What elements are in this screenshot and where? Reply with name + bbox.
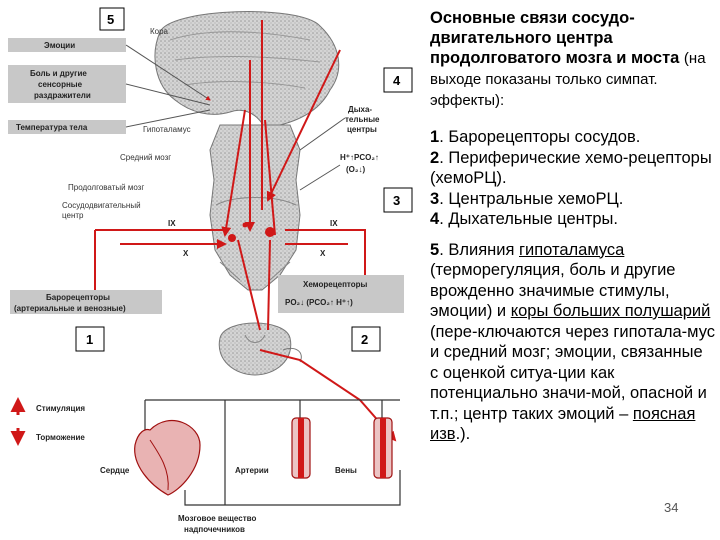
item-text: . Центральные хемоРЦ. xyxy=(439,189,624,208)
marker-3 xyxy=(383,187,413,213)
cingulate-link: поясная изв xyxy=(430,404,696,444)
emotions-box xyxy=(8,38,126,52)
temperature-label: Температура тела xyxy=(16,123,88,132)
influence-text-1: . Влияния xyxy=(439,240,519,259)
baro-label-1: Барорецепторы xyxy=(46,293,110,302)
panel-heading: Основные связи сосудо-двигательного цент… xyxy=(430,8,715,111)
blood-chemo-label-2: (O₂↓) xyxy=(346,165,365,174)
item-text: . Барорецепторы сосудов. xyxy=(439,128,641,146)
chemo-label-1: Хеморецепторы xyxy=(303,280,368,289)
nerve-x-left: X xyxy=(183,249,189,258)
chemoreceptors-box xyxy=(278,275,404,313)
marker-2 xyxy=(351,326,381,352)
heading-note: (на выходе показаны только симпат. эффек… xyxy=(430,50,706,109)
list-item: 2. Периферические хемо-рецепторы (хемоРЦ… xyxy=(430,148,715,189)
blood-chemo-label-1: H⁺↑PCO₂↑ xyxy=(340,153,379,162)
marker-1-label: 1 xyxy=(86,332,93,347)
list-item: 3. Центральные хемоРЦ. xyxy=(430,189,715,210)
chemo-label-2: PO₂↓ (PCO₂↑ H⁺↑) xyxy=(285,298,353,307)
list-item: 1. Барорецепторы сосудов. xyxy=(430,127,715,148)
influence-text-4: .). xyxy=(455,425,471,443)
vasomotor-label-2: центр xyxy=(62,211,84,220)
temperature-box xyxy=(8,120,126,134)
resp-label-3: центры xyxy=(347,125,377,134)
legend-inhibition: Торможение xyxy=(36,433,85,442)
baroreceptors-box xyxy=(10,290,162,314)
influence-paragraph: 5. Влияния гипоталамуса (терморегуляция,… xyxy=(430,240,715,445)
marker-1 xyxy=(75,326,105,352)
brain-illustration xyxy=(154,11,340,291)
pain-label-1: Боль и другие xyxy=(30,69,87,78)
marker-4-label: 4 xyxy=(393,73,401,88)
hypothalamus-link: гипоталамуса xyxy=(519,240,625,259)
marker-2-label: 2 xyxy=(361,332,368,347)
receptor-list: 1. Барорецепторы сосудов. 2. Периферичес… xyxy=(430,127,715,230)
item-text: . Периферические хемо-рецепторы (хемоРЦ)… xyxy=(430,148,712,188)
arteries-label: Артерии xyxy=(235,466,269,475)
cortex-link: коры больших полушарий xyxy=(510,302,711,320)
marker-3-label: 3 xyxy=(393,193,400,208)
legend-stimulation: Стимуляция xyxy=(36,404,85,413)
heart-illustration xyxy=(134,420,201,496)
nerve-ix-left: IX xyxy=(168,219,176,228)
pain-label-2: сенсорные xyxy=(38,80,83,89)
pain-label-3: раздражители xyxy=(34,91,91,100)
nerve-ix-right: IX xyxy=(330,219,338,228)
item-text: . Дыхательные центры. xyxy=(439,210,618,228)
item-number: 4 xyxy=(430,210,440,228)
emotions-label: Эмоции xyxy=(44,41,75,50)
heading-bold: Основные связи сосудо-двигательного цент… xyxy=(430,9,680,67)
adrenal-label-2: надпочечников xyxy=(184,525,245,534)
marker-4 xyxy=(383,67,413,93)
vasomotor-label-1: Сосудодвигательный xyxy=(62,201,141,210)
text-panel: Основные связи сосудо-двигательного цент… xyxy=(430,8,715,445)
spinal-cord xyxy=(218,322,302,376)
influence-text-2: (терморегуляция, боль и другие врожденно… xyxy=(430,261,676,320)
veins-label: Вены xyxy=(335,466,357,475)
resp-label-2: тельные xyxy=(345,115,380,124)
item-number: 2 xyxy=(430,148,440,167)
cortex-label: Кора xyxy=(150,27,169,36)
artery-illustration xyxy=(291,417,311,479)
list-item: 4. Дыхательные центры. xyxy=(430,209,715,230)
adrenal-label-1: Мозговое вещество xyxy=(178,514,256,523)
marker-5-label: 5 xyxy=(107,12,114,27)
influence-number: 5 xyxy=(430,240,440,259)
vein-illustration xyxy=(373,417,393,479)
hypothalamus-label: Гипоталамус xyxy=(143,125,191,134)
medulla-label: Продолговатый мозг xyxy=(68,183,144,192)
heart-label: Сердце xyxy=(100,466,130,475)
item-number: 3 xyxy=(430,189,440,208)
vasomotor-center-diagram: Эмоции Боль и другие сенсорные раздражит… xyxy=(8,7,413,534)
page-number: 34 xyxy=(664,500,679,515)
nerve-x-right: X xyxy=(320,249,326,258)
legend: Стимуляция Торможение xyxy=(10,397,85,446)
baro-label-2: (артериальные и венозные) xyxy=(14,304,126,313)
midbrain-label: Средний мозг xyxy=(120,153,171,162)
influence-text-3: (пере-ключаются через гипотала-мус и сре… xyxy=(430,322,716,423)
resp-label-1: Дыха- xyxy=(348,105,372,114)
pain-box xyxy=(8,65,126,103)
marker-5 xyxy=(99,7,125,31)
item-number: 1 xyxy=(430,128,440,146)
